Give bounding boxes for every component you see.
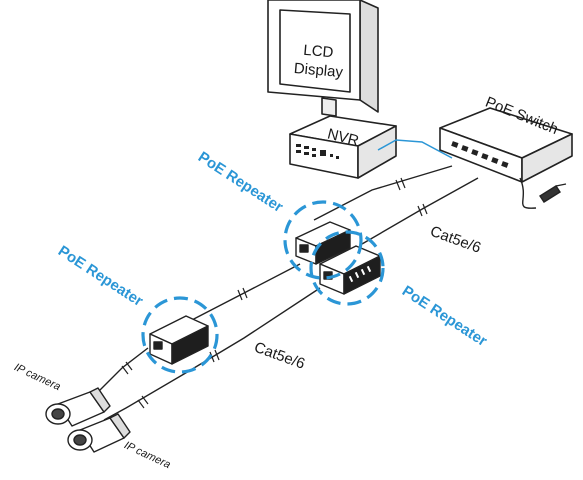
camera-label-1: IP camera bbox=[12, 361, 62, 393]
highlight-circle-right bbox=[309, 230, 385, 306]
repeater-label-left: PoE Repeater bbox=[55, 243, 146, 310]
power-adapter-icon bbox=[519, 177, 567, 209]
poe-repeater-icon bbox=[319, 245, 381, 295]
poe-switch-icon bbox=[439, 107, 573, 183]
lcd-label-line1: LCD bbox=[303, 42, 335, 62]
nvr-switch-link bbox=[377, 139, 453, 159]
ethernet-cable-icon bbox=[97, 165, 479, 421]
lcd-label-line2: Display bbox=[293, 60, 344, 81]
nvr-recorder-icon bbox=[289, 115, 397, 179]
lcd-monitor-icon bbox=[267, 0, 379, 117]
cable-label-lower: Cat5e/6 bbox=[252, 339, 307, 373]
repeater-highlight-circles bbox=[141, 200, 385, 374]
poe-repeater-icon bbox=[295, 221, 351, 265]
cable-label-upper: Cat5e/6 bbox=[428, 223, 483, 257]
cable-break-marks bbox=[121, 177, 428, 409]
highlight-circle-top bbox=[283, 200, 363, 280]
poe-repeater-icon bbox=[149, 315, 209, 365]
repeater-label-right: PoE Repeater bbox=[399, 283, 490, 350]
ip-camera-icon bbox=[45, 387, 111, 427]
repeater-label-top: PoE Repeater bbox=[195, 149, 286, 216]
highlight-circle-left bbox=[141, 296, 219, 374]
camera-label-2: IP camera bbox=[122, 439, 172, 471]
ip-camera-icon bbox=[67, 413, 131, 453]
